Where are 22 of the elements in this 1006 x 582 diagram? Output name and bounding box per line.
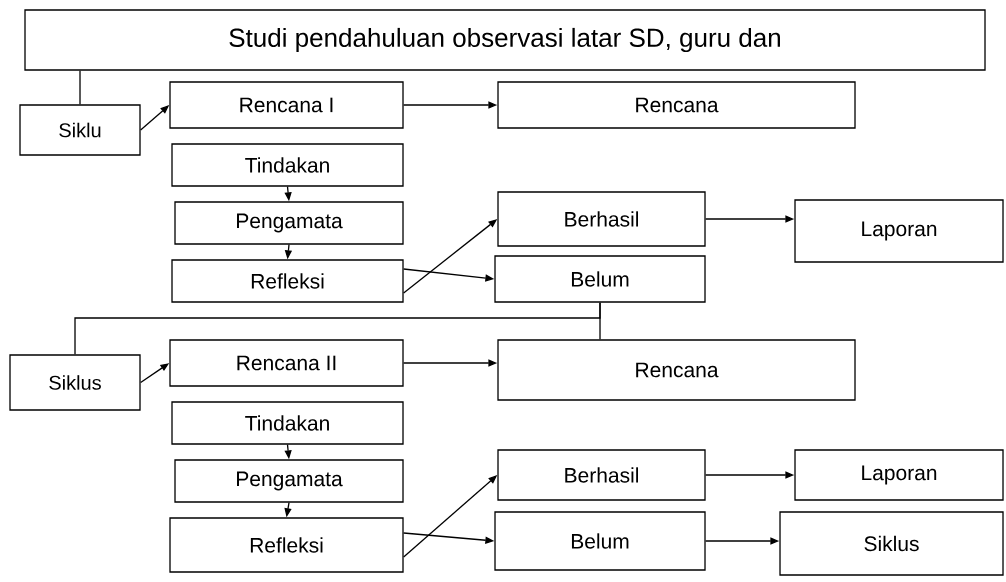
result-box: Belum: [494, 511, 706, 571]
connector-line: [79, 70, 81, 105]
cycle-box: Siklu: [19, 104, 141, 156]
connector-line: [599, 302, 601, 340]
heading-box: Studi pendahuluan observasi latar SD, guru dan: [24, 9, 986, 71]
result-box: Belum: [494, 255, 706, 303]
step-box: Pengamata: [174, 459, 404, 503]
step-box: Refleksi: [171, 259, 404, 303]
result-box: Berhasil: [497, 191, 706, 247]
plan-box: Rencana: [497, 339, 856, 401]
result-box: Berhasil: [497, 449, 706, 501]
step-box: Rencana II: [169, 339, 404, 387]
step-box: Refleksi: [169, 517, 404, 573]
step-box: Tindakan: [171, 401, 404, 445]
report-box: Laporan: [794, 199, 1004, 263]
step-box: Pengamata: [174, 201, 404, 245]
cycle-box: Siklus: [9, 354, 141, 411]
report-box: Laporan: [794, 449, 1004, 501]
step-box: Tindakan: [171, 143, 404, 187]
plan-box: Rencana: [497, 81, 856, 129]
step-box: Rencana I: [169, 81, 404, 129]
cycle-box: Siklus: [779, 511, 1004, 576]
